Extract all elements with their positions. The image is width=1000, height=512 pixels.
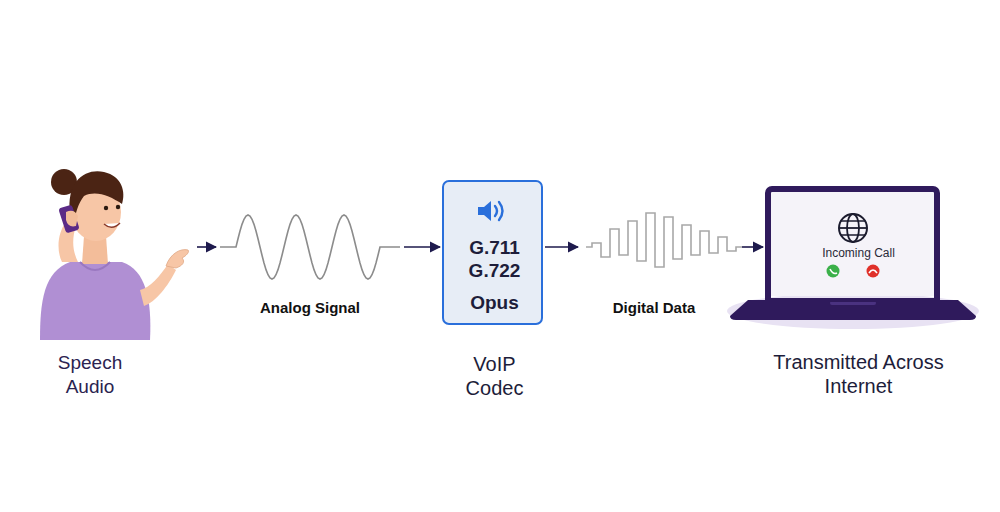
globe-latitude [841,220,865,222]
sound-wave [499,202,503,220]
signal-label: Digital Data [580,299,728,317]
signal-label: Analog Signal [260,299,360,317]
laptop-base [730,300,976,320]
decline-button [867,265,880,278]
purple-top [40,262,150,340]
collar [80,262,110,270]
globe-equator [839,227,867,229]
codec-fill [443,181,542,324]
digital-data: Digital Data [580,200,740,325]
screen-text: Incoming Call [822,245,895,261]
speech-figure: Speech Audio [30,165,195,405]
flow-arrow [197,246,216,248]
globe-latitude [841,234,865,236]
globe-outline [839,214,867,242]
eye [116,205,120,209]
node-heading: Transmitted Across Internet [773,350,945,398]
hair [69,171,123,222]
flow-arrow [545,246,578,248]
globe-icon [839,214,867,242]
hand [66,211,78,227]
flow-arrow [404,246,440,248]
codec-box: G.711G.722OpusVoIP Codec [442,180,543,325]
arm-raised [140,264,176,306]
laptop-screen-box: Incoming CallTransmitted Across Internet [765,186,940,302]
speaker-icon [478,201,503,221]
codec-name: G.722 [469,260,521,282]
accept-glyph [830,269,837,274]
smile [104,223,120,227]
codec-name: Opus [470,292,519,314]
speaker-body [478,201,491,221]
sound-wave [495,206,497,216]
eye [104,206,108,210]
analog-wave [220,215,400,279]
codec-name: G.711 [469,237,520,259]
analog-signal: Analog Signal [218,200,402,325]
laptop-screen [771,192,934,296]
decline-glyph [869,270,877,273]
accept-button [827,265,840,278]
woman-figure [40,169,189,340]
node-heading: Speech Audio [40,351,140,399]
open-hand [166,250,189,268]
digital-wave [586,213,742,267]
flow-arrow [742,246,763,248]
phone [58,204,79,233]
node-heading: VoIP Codec [453,352,537,400]
